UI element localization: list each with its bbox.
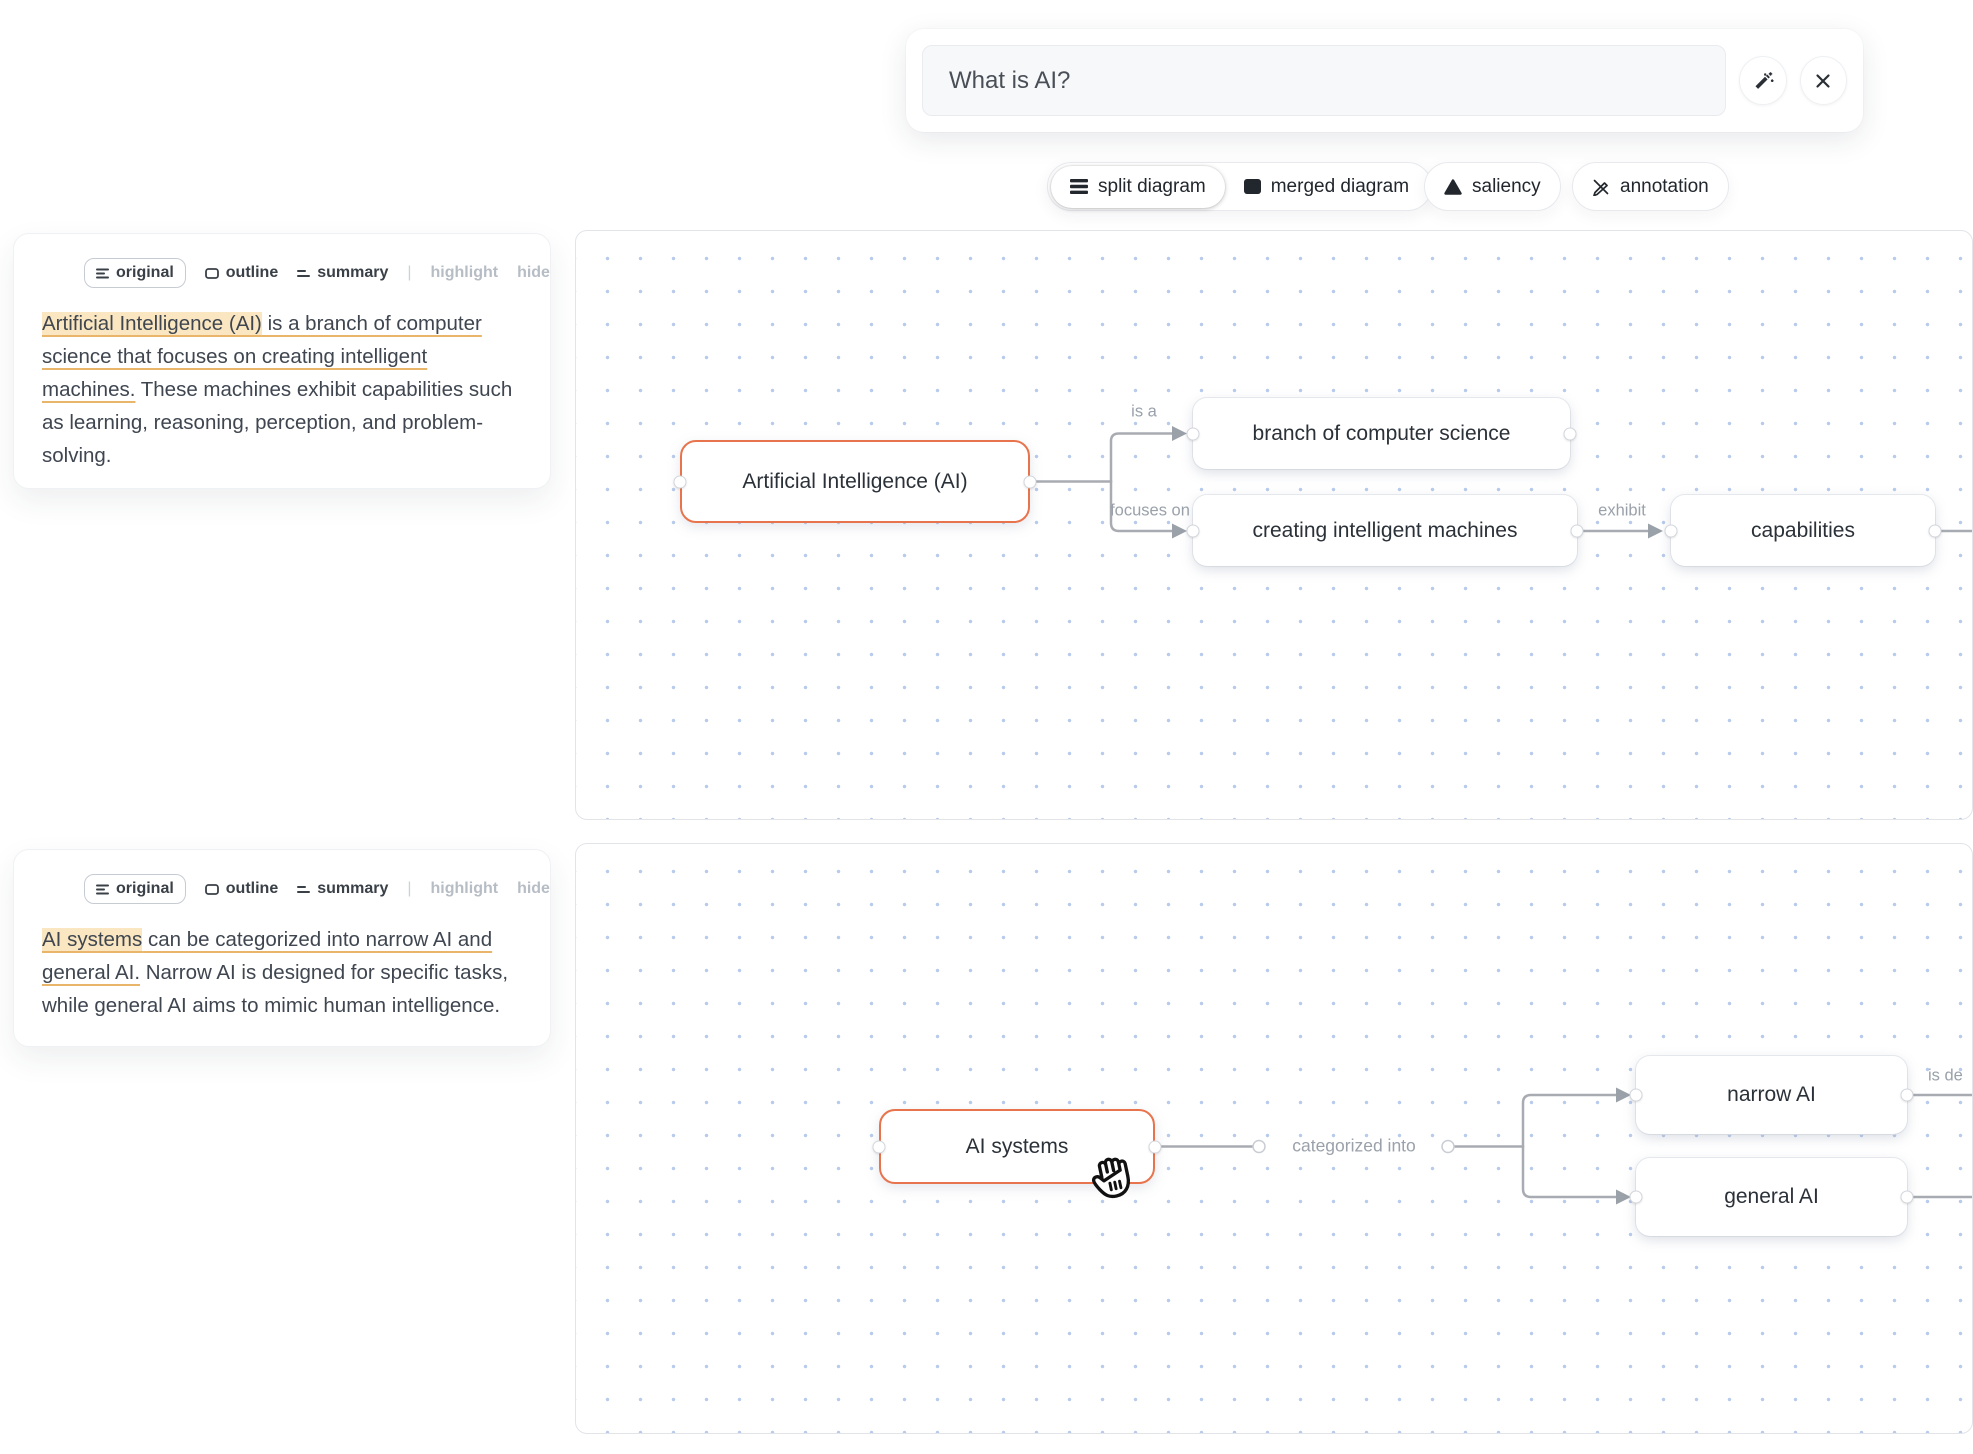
chip-label: split diagram: [1098, 175, 1206, 197]
equal-lines-icon: [297, 885, 311, 893]
chip-label: merged diagram: [1270, 175, 1410, 197]
align-left-icon: [96, 268, 109, 278]
node-handle[interactable]: [1148, 1140, 1162, 1153]
source-text-panel-1: original outline summary | highlight: [13, 233, 551, 489]
tab-original[interactable]: original: [84, 258, 186, 288]
underlined-phrase: is a branch of computer science that foc…: [42, 312, 482, 401]
chip-split-diagram[interactable]: split diagram: [1051, 165, 1225, 208]
tab-outline[interactable]: outline: [204, 880, 278, 898]
node-label: AI systems: [965, 1134, 1069, 1158]
query-card: What is AI?: [906, 29, 1863, 132]
source-text: AI systems can be categorized into narro…: [14, 898, 550, 1022]
diagram-canvas-2[interactable]: categorized into is de AI systems narrow…: [575, 843, 1973, 1434]
tab-separator: |: [407, 880, 412, 897]
node-handle[interactable]: [1928, 524, 1942, 538]
highlighted-phrase: AI systems: [42, 928, 143, 951]
tab-summary[interactable]: summary: [297, 264, 388, 282]
node-artificial-intelligence[interactable]: Artificial Intelligence (AI): [680, 440, 1030, 523]
highlighted-phrase: Artificial Intelligence (AI): [42, 312, 262, 335]
edge-label: focuses on: [1110, 501, 1190, 520]
chip-merged-diagram[interactable]: merged diagram: [1225, 166, 1428, 208]
node-handle[interactable]: [1900, 1190, 1914, 1204]
node-label: narrow AI: [1727, 1083, 1816, 1106]
edges-layer: [1153, 1087, 1972, 1205]
node-capabilities[interactable]: capabilities: [1671, 495, 1935, 566]
chip-label: annotation: [1620, 175, 1709, 197]
equal-lines-icon: [297, 269, 311, 277]
node-branch-of-computer-science[interactable]: branch of computer science: [1193, 398, 1570, 469]
magic-wand-icon: [1755, 71, 1774, 89]
pencil-off-icon: [1593, 179, 1609, 196]
node-narrow-ai[interactable]: narrow AI: [1636, 1056, 1907, 1134]
edge-label: is de: [1928, 1066, 1963, 1085]
tab-outline[interactable]: outline: [204, 264, 278, 282]
node-handle[interactable]: [1664, 524, 1678, 538]
underlined-phrase: can be categorized into narrow AI and ge…: [42, 928, 493, 984]
align-left-icon: [96, 884, 109, 894]
node-handle[interactable]: [1186, 524, 1200, 538]
plain-text: These machines exhibit capabilities such…: [42, 378, 513, 467]
tab-highlight[interactable]: highlight: [430, 880, 499, 897]
plain-text: Narrow AI is designed for specific tasks…: [42, 961, 509, 1017]
source-text: Artificial Intelligence (AI) is a branch…: [14, 282, 550, 472]
query-text: What is AI?: [949, 66, 1071, 94]
tab-highlight[interactable]: highlight: [430, 264, 499, 281]
magic-wand-button[interactable]: [1739, 56, 1787, 105]
node-handle[interactable]: [1563, 427, 1577, 440]
node-handle[interactable]: [1629, 1190, 1643, 1204]
node-label: Artificial Intelligence (AI): [742, 469, 968, 493]
edge-label: exhibit: [1598, 501, 1646, 520]
node-label: general AI: [1724, 1185, 1819, 1208]
square-icon: [1243, 179, 1261, 194]
tab-separator: |: [407, 264, 412, 281]
close-button[interactable]: [1799, 56, 1847, 105]
node-handle[interactable]: [1629, 1088, 1643, 1102]
rows-icon: [1070, 179, 1088, 194]
panel-tabs: original outline summary | highlight: [14, 850, 550, 904]
chip-annotation[interactable]: annotation: [1572, 162, 1729, 211]
grab-cursor-icon: [1091, 1157, 1130, 1199]
node-label: creating intelligent machines: [1252, 518, 1518, 542]
triangle-icon: [1444, 178, 1462, 195]
node-creating-intelligent-machines[interactable]: creating intelligent machines: [1193, 495, 1577, 566]
node-handle[interactable]: [1900, 1088, 1914, 1102]
node-label: capabilities: [1751, 518, 1855, 542]
edge-label: is a: [1131, 402, 1157, 421]
tab-summary[interactable]: summary: [297, 880, 388, 898]
close-icon: [1816, 73, 1830, 88]
diagram-mode-toggle: split diagram merged diagram: [1047, 162, 1433, 211]
rectangle-outline-icon: [204, 267, 219, 279]
panel-tabs: original outline summary | highlight: [14, 234, 550, 288]
source-text-panel-2: original outline summary | highlight: [13, 849, 551, 1047]
node-handle[interactable]: [673, 475, 687, 488]
chip-label: saliency: [1472, 175, 1541, 197]
diagram-canvas-1[interactable]: is a focuses on exhibit Artificial Intel…: [575, 230, 1973, 820]
edge-label: categorized into: [1292, 1135, 1416, 1156]
tab-hide[interactable]: hide: [517, 880, 550, 897]
node-handle[interactable]: [872, 1140, 886, 1153]
node-handle[interactable]: [1570, 524, 1584, 538]
node-handle[interactable]: [1023, 475, 1037, 488]
chip-saliency[interactable]: saliency: [1424, 162, 1561, 211]
node-label: branch of computer science: [1252, 421, 1511, 445]
tab-hide[interactable]: hide: [517, 264, 550, 281]
tab-original[interactable]: original: [84, 874, 186, 904]
node-handle[interactable]: [1186, 427, 1200, 440]
node-general-ai[interactable]: general AI: [1636, 1158, 1907, 1236]
query-input[interactable]: What is AI?: [922, 45, 1726, 116]
rectangle-outline-icon: [204, 883, 219, 895]
